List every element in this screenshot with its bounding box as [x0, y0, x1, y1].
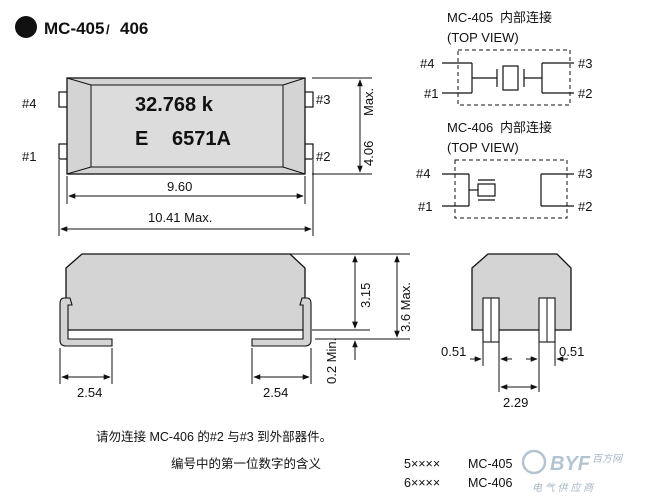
- mc405-outline: [457, 49, 571, 106]
- watermark-logo-icon: [521, 449, 547, 475]
- dim-body-length: 9.60: [167, 179, 192, 194]
- mc406-title-cn: 内部连接: [500, 120, 552, 135]
- pin-label-1: #1: [22, 149, 36, 164]
- lead-right: [251, 297, 312, 347]
- title-separator: /: [106, 22, 110, 37]
- dim-standoff: 0.2 Min.: [324, 338, 339, 384]
- bullet-icon: [15, 16, 37, 38]
- lead-left: [59, 297, 113, 347]
- watermark-cn: 百方网: [592, 453, 624, 465]
- title-model: MC-405: [44, 19, 104, 38]
- mc406-internal-connection: MC-406 内部连接 (TOP VIEW) #4 #1 #3 #2: [416, 120, 592, 219]
- mc405-title-cn: 内部连接: [500, 10, 552, 25]
- mc406-pin1: #1: [418, 199, 432, 214]
- watermark-logo: BYF: [550, 453, 591, 475]
- package-top-view: 32.768 k E 6571A: [58, 77, 314, 175]
- dim-lead-right: 0.51: [559, 344, 584, 359]
- dim-pad-left: 2.54: [77, 385, 102, 400]
- mc405-pin3: #3: [578, 56, 592, 71]
- dim-max-length: 10.41 Max.: [148, 210, 212, 225]
- note-code-row-1-model: MC-405: [468, 457, 513, 471]
- pin-label-3: #3: [316, 92, 330, 107]
- dim-lead-left: 0.51: [441, 344, 466, 359]
- mc406-title: MC-406: [447, 120, 493, 135]
- mc405-pin4: #4: [420, 56, 434, 71]
- watermark: BYF 百方网 电 气 供 应 商: [521, 449, 624, 494]
- mc405-title: MC-405: [447, 10, 493, 25]
- side-body: [65, 253, 306, 331]
- dim-lead-pitch: 2.29: [503, 395, 528, 410]
- dimension-body-length: [58, 160, 314, 236]
- mc405-internal-connection: MC-405 内部连接 (TOP VIEW) #4 #1 #3 #2: [420, 10, 592, 106]
- note-code-row-1-code: 5××××: [404, 457, 440, 471]
- package-end-view: [471, 253, 572, 343]
- dim-width-suffix: Max.: [361, 88, 376, 116]
- dimension-leads: [470, 342, 568, 392]
- pin-label-4: #4: [22, 96, 36, 111]
- mc405-view-label: (TOP VIEW): [447, 30, 519, 45]
- title-model-alt: 406: [120, 19, 148, 38]
- mc406-view-label: (TOP VIEW): [447, 140, 519, 155]
- note-code-row-2-model: MC-406: [468, 476, 513, 490]
- dimension-width: [312, 77, 372, 175]
- dim-width-value: 4.06: [361, 141, 376, 166]
- mc406-pin3: #3: [578, 166, 592, 181]
- pin-label-2: #2: [316, 149, 330, 164]
- note-warning: 请勿连接 MC-406 的#2 与#3 到外部器件。: [96, 429, 332, 444]
- marking-frequency: 32.768 k: [135, 94, 214, 116]
- package-side-view: [59, 253, 312, 347]
- mc406-crystal-icon: [477, 183, 496, 197]
- marking-code-letter: E: [135, 128, 148, 150]
- mc406-pin4: #4: [416, 166, 430, 181]
- mc405-pin2: #2: [578, 86, 592, 101]
- watermark-tagline: 电 气 供 应 商: [532, 482, 595, 494]
- mc405-pin1: #1: [424, 86, 438, 101]
- note-code-row-2-code: 6××××: [404, 476, 440, 490]
- mc406-pin2: #2: [578, 199, 592, 214]
- marking-code-number: 6571A: [172, 128, 231, 150]
- note-code-label: 编号中的第一位数字的含义: [171, 456, 322, 471]
- dim-height-max: 3.6 Max.: [398, 282, 413, 332]
- dim-height: 3.15: [358, 283, 373, 308]
- mc406-outline: [454, 159, 568, 219]
- mc405-crystal-icon: [502, 65, 519, 91]
- dimension-pads: [59, 348, 312, 384]
- dim-pad-right: 2.54: [263, 385, 288, 400]
- dimension-height: [290, 253, 410, 360]
